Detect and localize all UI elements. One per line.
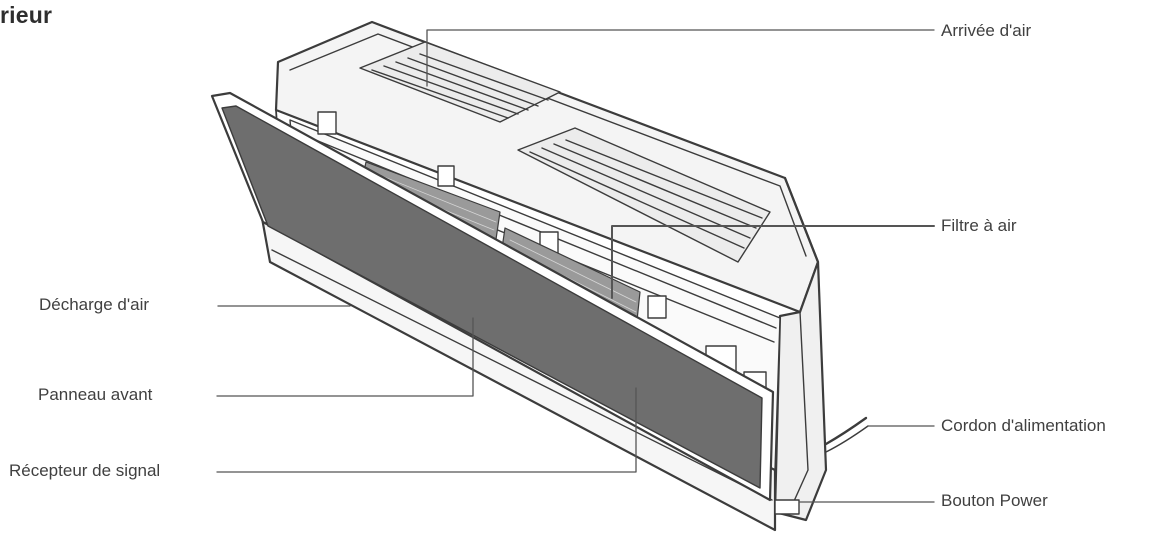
callout-lines: [216, 29, 935, 503]
front-panel-inner: [221, 105, 763, 489]
power-cord-outline: [825, 425, 869, 453]
unit-body: [260, 20, 869, 532]
leader-air-filter: [611, 225, 935, 299]
label-power-cord: Cordon d'alimentation: [941, 416, 1106, 435]
leader-signal-receiver: [216, 387, 637, 473]
leader-air-intake: [426, 29, 935, 87]
label-air-intake: Arrivée d'air: [941, 21, 1032, 40]
label-power-button: Bouton Power: [941, 491, 1048, 510]
unit-endcap-inner-edge: [789, 311, 809, 511]
unit-top-rim: [289, 33, 807, 257]
top-grille-left: [359, 41, 561, 123]
label-front-panel: Panneau avant: [38, 385, 153, 404]
discharge-slot: [271, 249, 773, 501]
leader-front-panel: [216, 317, 474, 397]
label-air-filter: Filtre à air: [941, 216, 1017, 235]
page-title: rieur: [0, 2, 53, 28]
label-air-discharge: Décharge d'air: [39, 295, 150, 314]
front-panel: [210, 91, 775, 502]
top-grille-right: [517, 127, 771, 263]
power-button-marker: [774, 499, 800, 515]
label-signal-receiver: Récepteur de signal: [9, 461, 161, 480]
power-cord: [824, 416, 868, 446]
